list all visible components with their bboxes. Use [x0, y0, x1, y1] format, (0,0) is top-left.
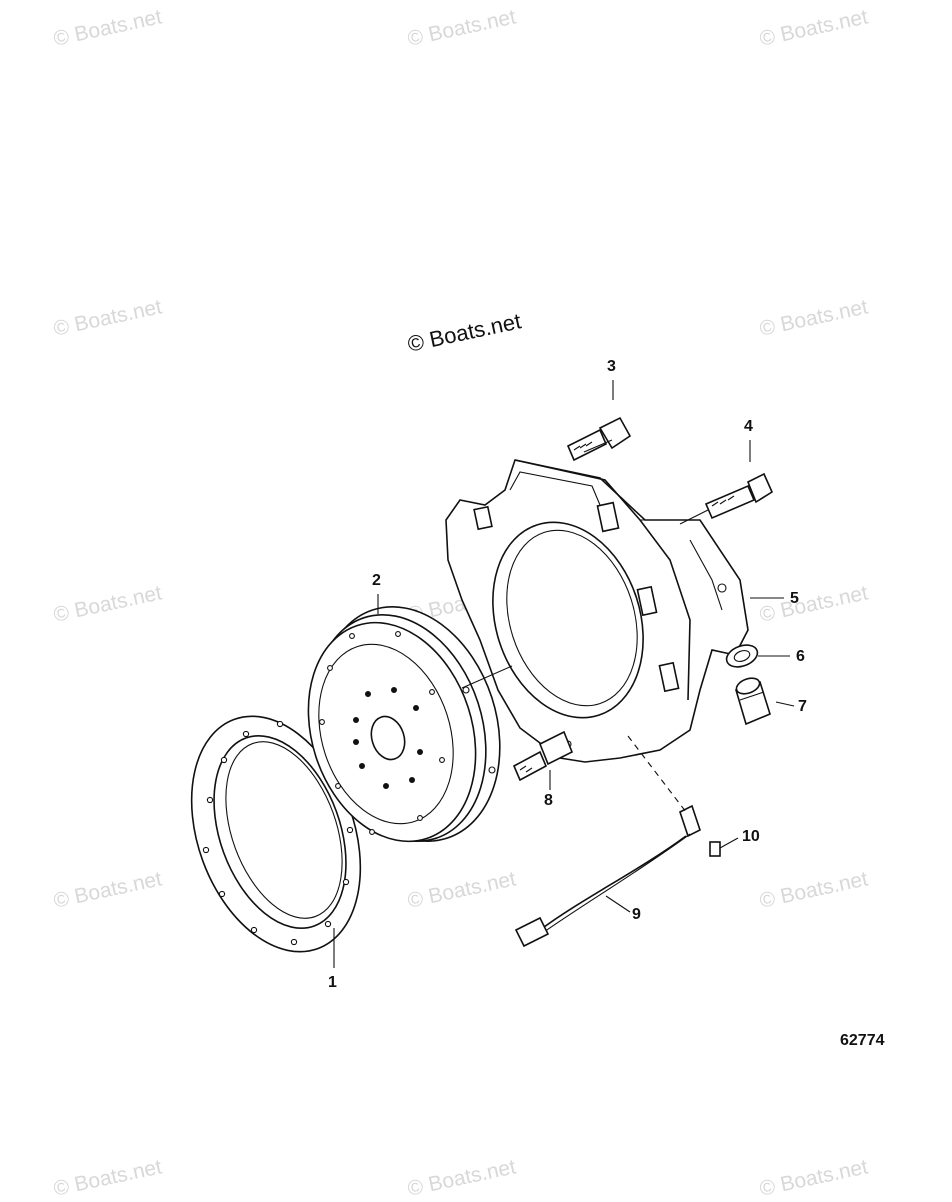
leader-lines — [333, 380, 795, 968]
bolt-upper — [566, 416, 632, 462]
flywheel-coupler — [307, 606, 501, 843]
diagram-number: 62774 — [840, 1032, 885, 1049]
callout-3: 3 — [607, 358, 616, 375]
flywheel-housing — [445, 459, 749, 763]
screw — [709, 841, 721, 857]
callout-2: 2 — [372, 572, 381, 589]
callout-1: 1 — [328, 974, 337, 991]
callout-4: 4 — [744, 418, 753, 435]
callout-7: 7 — [798, 698, 807, 715]
callout-9: 9 — [632, 906, 641, 923]
callout-6: 6 — [796, 648, 805, 665]
stud — [512, 730, 574, 782]
callout-8: 8 — [544, 792, 553, 809]
callout-10: 10 — [742, 828, 760, 845]
callout-5: 5 — [790, 590, 799, 607]
bolt-right — [704, 472, 774, 520]
washer — [725, 644, 759, 668]
speed-sensor — [514, 804, 701, 948]
plug — [735, 677, 771, 726]
center-lines — [461, 439, 709, 813]
